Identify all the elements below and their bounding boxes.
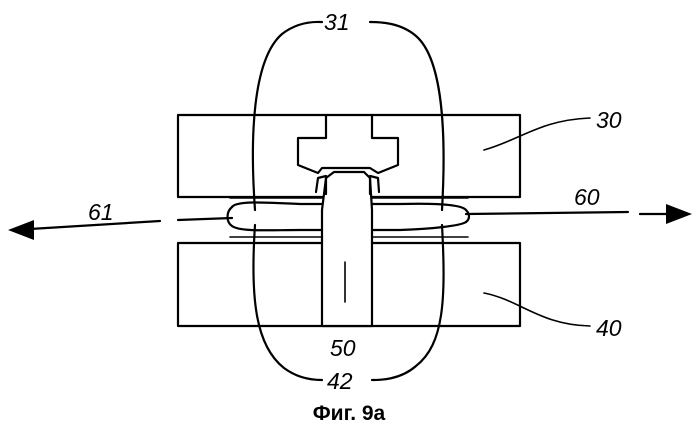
sheet-lower-edge [232,226,322,230]
label-50: 50 [330,335,356,361]
label-42: 42 [327,368,353,394]
label-30: 30 [596,107,622,133]
figure-caption: Фиг. 9а [313,402,386,425]
label-31: 31 [324,9,350,35]
sheet-left-end [228,207,233,226]
arrow-61-head [8,220,34,240]
arrow-60-shaft [466,212,628,214]
label-40: 40 [596,315,622,341]
arrow-61-shaft-inner [178,218,232,220]
sheet-upper-edge [232,202,322,207]
center-post-50 [322,172,372,326]
label-60: 60 [574,184,600,210]
sheet-lower-edge-right [372,222,466,230]
sheet-upper-edge-right [372,204,466,210]
label-61: 61 [88,199,114,225]
sheet-right-end [466,210,469,222]
arrow-60-head [666,204,692,224]
